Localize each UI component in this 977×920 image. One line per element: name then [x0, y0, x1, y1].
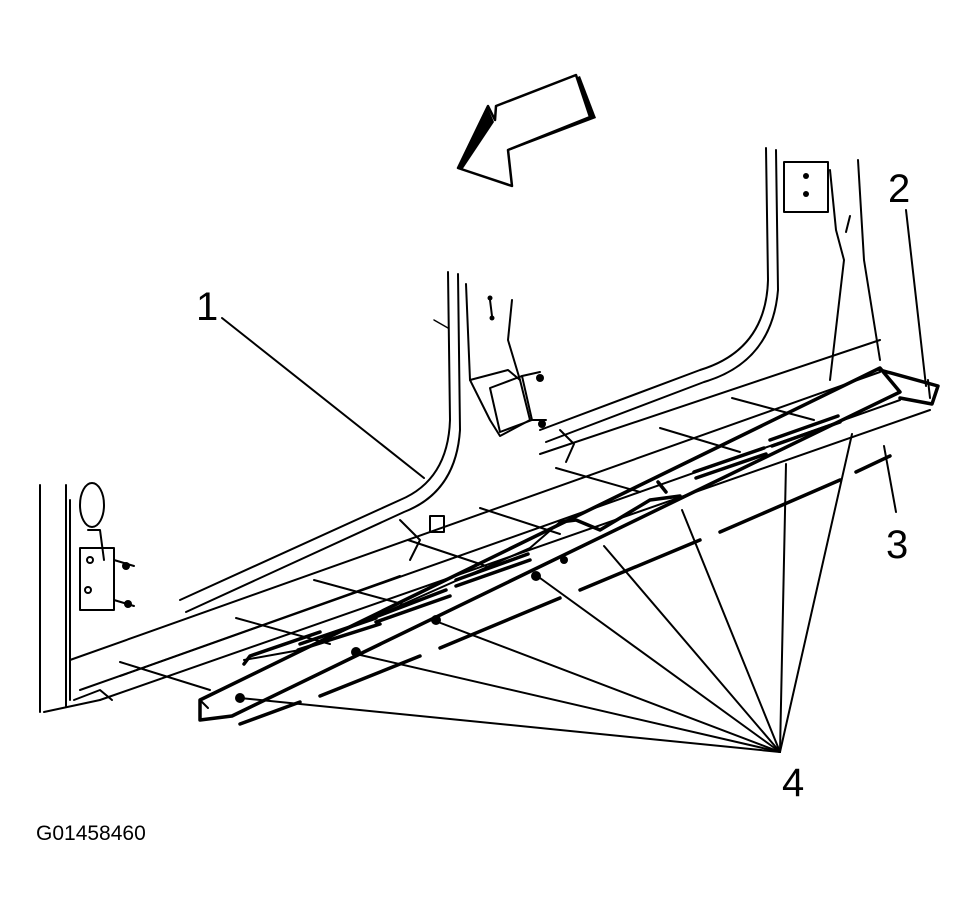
direction-arrow	[456, 73, 596, 188]
body-side-structure	[39, 147, 881, 713]
front-door-hinge	[79, 547, 135, 611]
callout-3: 3	[886, 523, 908, 567]
rear-door-hinge	[489, 371, 547, 433]
callout-leaders	[221, 209, 927, 753]
callout-1: 1	[196, 285, 218, 329]
door-sill-plate	[119, 366, 940, 726]
sill-lower-flange	[238, 454, 892, 726]
callout-4: 4	[782, 761, 804, 805]
sill-scuff-pads	[296, 414, 842, 652]
figure-id: G01458460	[36, 822, 146, 845]
callout-2: 2	[888, 167, 910, 211]
